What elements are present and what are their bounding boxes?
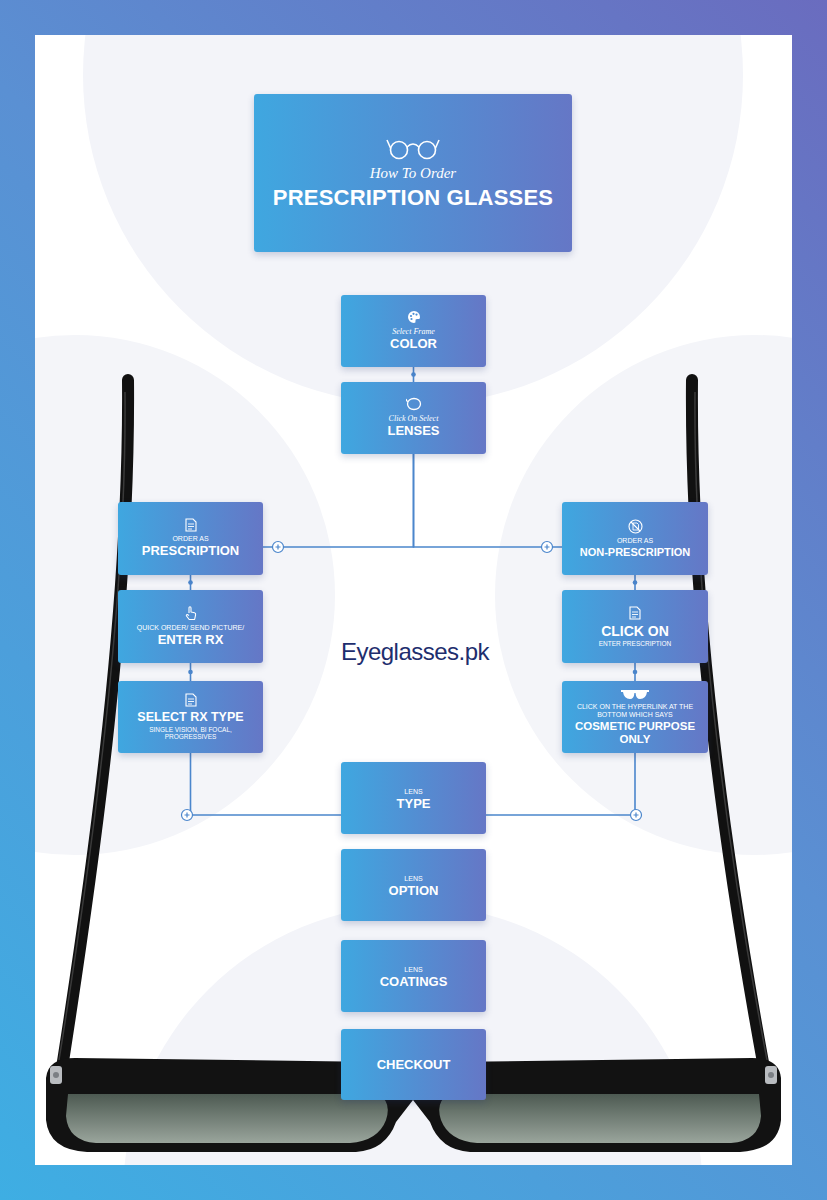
node-text: Select Frame <box>392 327 434 336</box>
connector <box>633 575 638 590</box>
node-text: CHECKOUT <box>377 1058 451 1073</box>
node-text: ORDER AS <box>617 537 653 545</box>
logo-text: Eyeglasses.pk <box>300 638 530 666</box>
icon <box>620 688 650 700</box>
process-box: LENSTYPE <box>341 762 486 834</box>
node-text: COSMETIC PURPOSE ONLY <box>567 720 703 746</box>
process-box: LENSOPTION <box>341 849 486 921</box>
connector <box>411 367 416 382</box>
connector <box>414 454 563 547</box>
step-box: QUICK ORDER/ SEND PICTURE/ENTER RX <box>118 590 263 663</box>
node-text: TYPE <box>397 797 431 812</box>
node-text: LENSES <box>387 424 439 439</box>
process-box: Click On SelectLENSES <box>341 382 486 454</box>
node-text: SELECT RX TYPE <box>137 710 243 724</box>
connector-line <box>414 454 563 547</box>
node-text: Click On Select <box>389 414 439 423</box>
node-text: ORDER AS <box>172 535 208 543</box>
connector <box>633 663 638 681</box>
node-text: How To Order <box>370 165 456 182</box>
icon <box>185 606 197 621</box>
connector-line <box>191 753 342 815</box>
process-box: CHECKOUT <box>341 1029 486 1100</box>
connector-dot <box>188 580 193 585</box>
connector-dot <box>633 580 638 585</box>
connector-line <box>263 454 414 547</box>
icon <box>628 519 643 534</box>
node-text: QUICK ORDER/ SEND PICTURE/ <box>137 624 244 632</box>
connector <box>188 663 193 681</box>
connector-dot <box>188 670 193 675</box>
connector-line <box>486 753 635 815</box>
icon <box>185 518 197 532</box>
node-text: ENTER PRESCRIPTION <box>599 640 672 647</box>
icon <box>406 397 422 411</box>
node-text: LENS <box>404 788 422 796</box>
node-text: LENS <box>404 875 422 883</box>
branch-box: ORDER ASPRESCRIPTION <box>118 502 263 575</box>
branch-box: ORDER ASNON-PRESCRIPTION <box>562 502 708 575</box>
node-text: PRESCRIPTION GLASSES <box>273 185 553 210</box>
node-text: CLICK ON THE HYPERLINK AT THE BOTTOM WHI… <box>567 703 703 719</box>
title-box: How To OrderPRESCRIPTION GLASSES <box>254 94 572 252</box>
icon <box>629 606 641 620</box>
connector <box>191 753 342 815</box>
step-box: CLICK ONENTER PRESCRIPTION <box>562 590 708 663</box>
step-box: CLICK ON THE HYPERLINK AT THE BOTTOM WHI… <box>562 681 708 753</box>
connector <box>263 454 414 547</box>
connector-dot <box>411 372 416 377</box>
process-box: LENSCOATINGS <box>341 940 486 1012</box>
node-text: COATINGS <box>380 975 448 990</box>
node-text: LENS <box>404 966 422 974</box>
icon <box>385 136 441 160</box>
connector <box>188 575 193 590</box>
node-text: NON-PRESCRIPTION <box>580 546 691 559</box>
node-text: CLICK ON <box>601 623 669 639</box>
process-box: Select FrameCOLOR <box>341 295 486 367</box>
icon <box>407 310 421 324</box>
node-text: SINGLE VISION, BI FOCAL, PROGRESSIVES <box>123 726 258 741</box>
connector-dot <box>633 670 638 675</box>
node-text: OPTION <box>389 884 439 899</box>
node-text: COLOR <box>390 337 437 352</box>
icon <box>185 693 197 707</box>
node-text: PRESCRIPTION <box>142 544 240 559</box>
step-box: SELECT RX TYPE SINGLE VISION, BI FOCAL, P… <box>118 681 263 753</box>
node-text: ENTER RX <box>158 633 224 648</box>
connector <box>486 753 635 815</box>
